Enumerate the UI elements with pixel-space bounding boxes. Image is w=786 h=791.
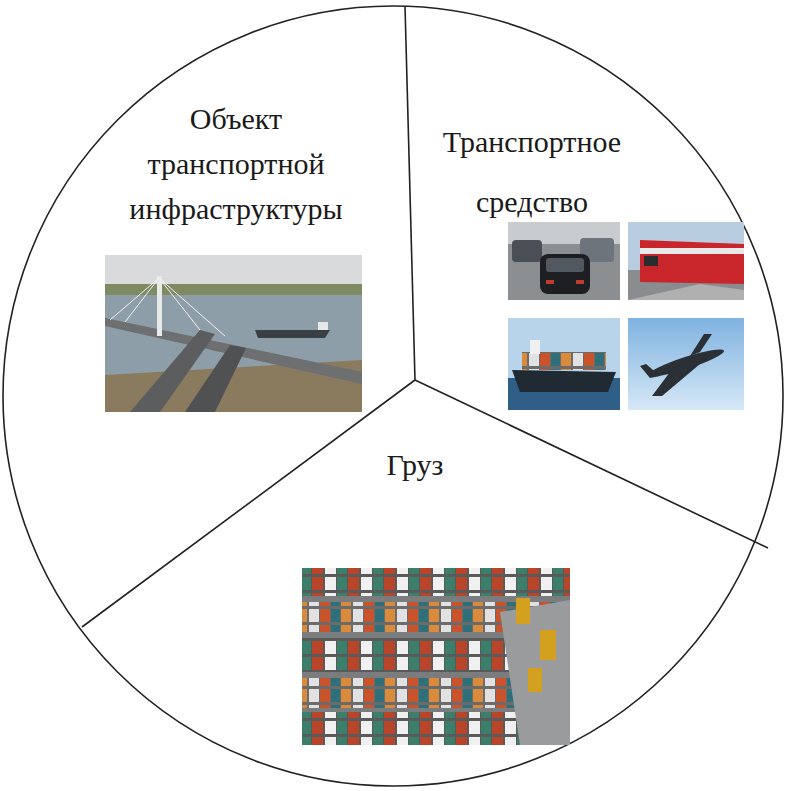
car-photo <box>508 222 620 300</box>
ship-photo <box>508 318 620 410</box>
pie-sector: Объект транспортной инфраструктуры <box>110 92 362 235</box>
plane-photo <box>628 318 744 410</box>
sector-label: Транспортное средство <box>419 112 645 232</box>
sector-label: Объект транспортной инфраструктуры <box>116 96 356 231</box>
sector-label: Груз <box>335 442 495 487</box>
bridge-photo <box>105 255 362 412</box>
pie-sector: Транспортное средство <box>413 108 651 236</box>
train-photo <box>628 222 744 300</box>
containers-photo <box>302 568 570 745</box>
pie-outline <box>3 6 783 786</box>
pie-sector: Груз <box>329 438 501 491</box>
